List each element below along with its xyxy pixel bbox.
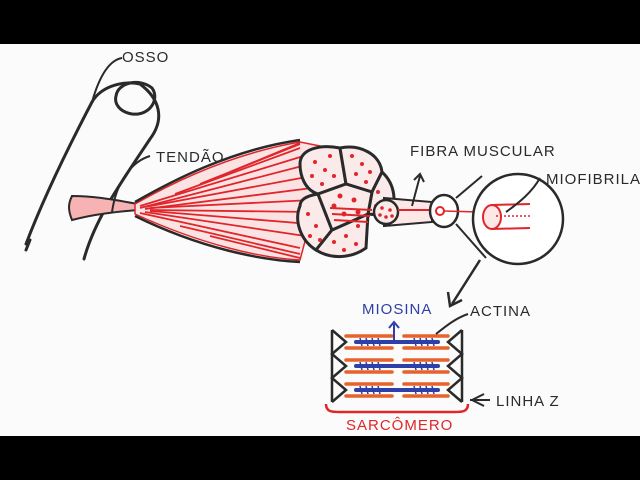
label-fibra-muscular: FIBRA MUSCULAR <box>410 143 556 160</box>
label-miofibrila: MIOFIBRILA <box>546 171 640 188</box>
sarcomere <box>324 329 470 414</box>
fascicle-cylinder <box>372 196 433 228</box>
myosin-pointer-arrow <box>388 320 400 340</box>
fiber-pointer-arrow <box>411 172 425 207</box>
myofibril-pointer-line <box>505 177 541 213</box>
muscle-fiber <box>428 193 479 229</box>
z-line-left <box>330 329 348 403</box>
down-arrow <box>446 259 482 308</box>
z-line-right <box>446 329 464 403</box>
myosin-heads <box>359 337 435 395</box>
tendon <box>68 194 139 222</box>
cross-section-red-fibers <box>329 207 373 223</box>
myofibril-magnified-view <box>455 172 565 266</box>
label-actina: ACTINA <box>470 303 531 320</box>
label-linha-z: LINHA Z <box>496 393 560 410</box>
label-tendao: TENDÃO <box>156 149 225 166</box>
actin-filaments <box>344 334 450 398</box>
bone-pointer-line <box>91 57 123 103</box>
muscle-structure-diagram: OSSO TENDÃO FIBRA MUSCULAR MIOFIBRILA MI… <box>24 49 640 434</box>
drawing-canvas: OSSO TENDÃO FIBRA MUSCULAR MIOFIBRILA MI… <box>0 44 640 436</box>
sarcomere-bracket <box>324 403 470 414</box>
label-sarcomero: SARCÔMERO <box>346 417 453 434</box>
tendon-pointer-line <box>111 155 151 213</box>
z-line-pointer-arrow <box>469 393 490 407</box>
muscle-fibers-hatching <box>139 142 313 259</box>
label-osso: OSSO <box>122 49 169 66</box>
myosin-filaments <box>354 340 440 392</box>
label-miosina: MIOSINA <box>362 301 432 318</box>
actin-pointer-line <box>435 313 469 335</box>
bone <box>24 80 161 261</box>
